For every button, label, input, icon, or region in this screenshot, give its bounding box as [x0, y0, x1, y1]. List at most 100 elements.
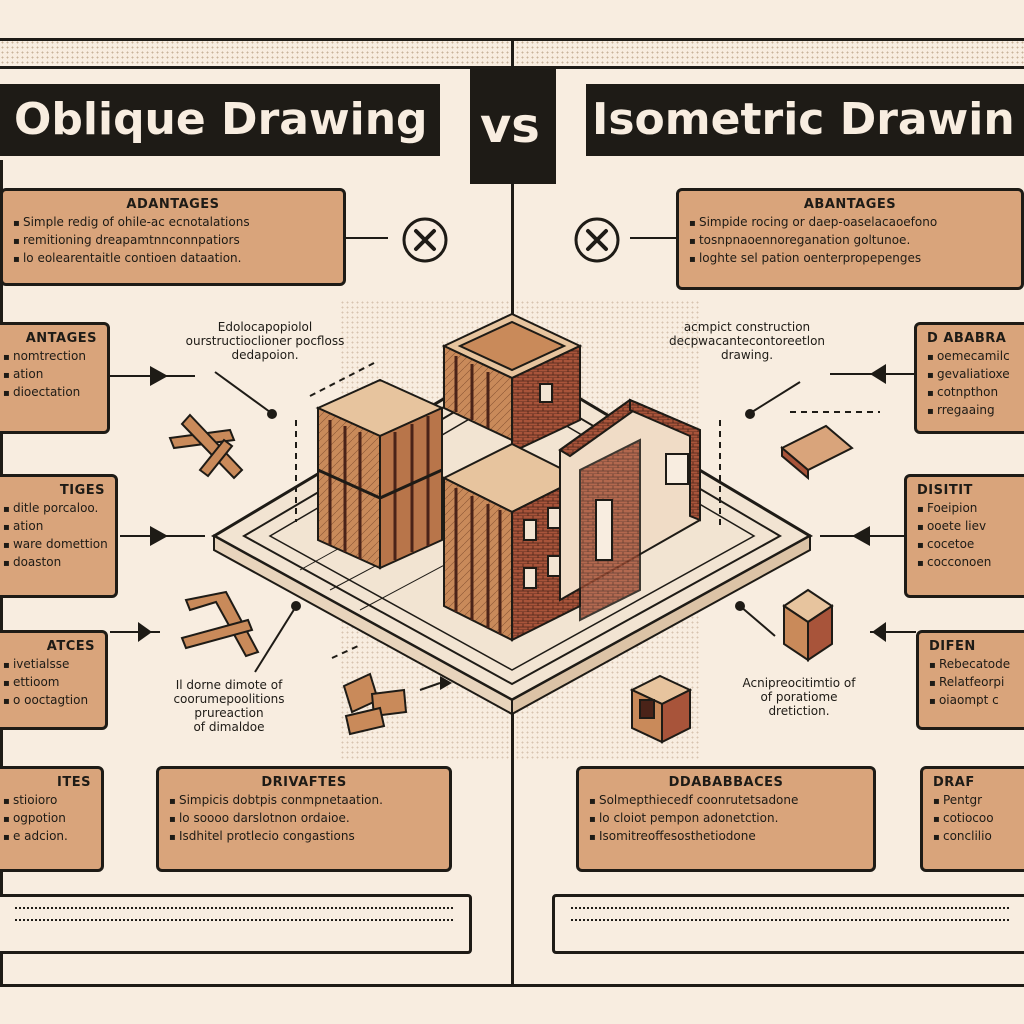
list-item: lo cloiot pempon adonetction. — [589, 810, 863, 828]
side-box-heading: D ABABRA — [927, 331, 1007, 346]
caption-line: Acnipreocitimtio of — [742, 676, 856, 690]
caption-line: of dimaldoe — [193, 720, 265, 734]
caption-line: ourstructioclioner pocfloss — [185, 334, 345, 348]
side-box-heading: DIFEN — [929, 639, 976, 654]
brick-pieces-right — [629, 424, 854, 744]
right-title: Isometric Drawin — [592, 94, 1015, 145]
left-side-box-2: TIGES ditle porcaloo. ation ware dometti… — [0, 474, 118, 598]
list-item: Solmepthiecedf coonrutetsadone — [589, 792, 863, 810]
list-item: ditle porcaloo. — [3, 500, 105, 518]
left-side-box-1: ANTAGES nomtrection ation dioectation — [0, 322, 110, 434]
right-side-box-2: DISITIT Foeipion ooete liev cocetoe cocc… — [904, 474, 1024, 598]
side-box-heading: ITES — [57, 775, 91, 790]
list-item: cocconoen — [917, 554, 1017, 572]
caption-line: Edolocapopiolol — [217, 320, 313, 334]
list-item: Foeipion — [917, 500, 1017, 518]
right-close-icon — [574, 217, 620, 263]
left-disadvantages-box: DRIVAFTES Simpicis dobtpis conmpnetaatio… — [156, 766, 452, 872]
list-item: rregaaing — [927, 402, 1017, 420]
caption-line: drawing. — [720, 348, 774, 362]
dotted-line — [571, 919, 1009, 921]
left-caption-top: Edolocapopiolol ourstructioclioner pocfl… — [160, 320, 370, 362]
list-item: oemecamilc — [927, 348, 1017, 366]
right-disadvantages-heading: DDABABBACES — [668, 775, 784, 790]
list-item: dioectation — [3, 384, 97, 402]
side-box-heading: DISITIT — [917, 483, 973, 498]
list-item: Relatfeorpi — [929, 674, 1017, 692]
left-footer-box — [0, 894, 472, 954]
left-advantages-box: ADANTAGES Simple redig of ohile-ac ecnot… — [0, 188, 346, 286]
dotted-line — [15, 907, 453, 909]
left-title: Oblique Drawing — [14, 94, 428, 145]
list-item: remitioning dreapamtnnconnpatiors — [13, 232, 333, 250]
caption-line: Il dorne dimote of — [175, 678, 283, 692]
list-item: ooete liev — [917, 518, 1017, 536]
right-caption-top: acmpict construction decpwacantecontoree… — [636, 320, 858, 362]
list-item: tosnpnaoennoreganation goltunoe. — [689, 232, 1011, 250]
right-footer-box — [552, 894, 1024, 954]
list-item: Simpicis dobtpis conmpnetaation. — [169, 792, 439, 810]
list-item: Isdhitel protlecio congastions — [169, 828, 439, 846]
right-side-box-1: D ABABRA oemecamilc gevaliatioxe cotnpth… — [914, 322, 1024, 434]
list-item: nomtrection — [3, 348, 97, 366]
list-item: ogpotion — [3, 810, 91, 828]
list-item: Isomitreoffesosthetiodone — [589, 828, 863, 846]
list-item: stioioro — [3, 792, 91, 810]
list-item: ation — [3, 366, 97, 384]
left-side-box-4: ITES stioioro ogpotion e adcion. — [0, 766, 104, 872]
left-caption-bottom: Il dorne dimote of coorumepoolitions pru… — [154, 678, 304, 734]
right-caption-bottom: Acnipreocitimtio of of poratiome dretict… — [716, 676, 882, 718]
vs-badge: vs — [470, 66, 556, 184]
left-title-banner: Oblique Drawing — [0, 84, 440, 156]
open-brick-structure — [558, 398, 701, 622]
caption-line: dretiction. — [768, 704, 830, 718]
list-item: Rebecatode — [929, 656, 1017, 674]
list-item: ation — [3, 518, 105, 536]
caption-line: prureaction — [194, 706, 264, 720]
brick-tower — [441, 312, 583, 454]
vs-label: vs — [480, 98, 540, 154]
frame-line-top — [0, 38, 1024, 41]
list-item: loghte sel pation oenterpropepenges — [689, 250, 1011, 268]
right-advantages-box: ABANTAGES Simpide rocing or daep-oaselac… — [676, 188, 1024, 290]
caption-line: acmpict construction — [683, 320, 811, 334]
list-item: gevaliatioxe — [927, 366, 1017, 384]
left-close-icon — [402, 217, 448, 263]
right-disadvantages-box: DDABABBACES Solmepthiecedf coonrutetsado… — [576, 766, 876, 872]
right-advantages-heading: ABANTAGES — [803, 197, 897, 212]
list-item: oiaompt c — [929, 692, 1017, 710]
frame-line-bottom — [0, 984, 1024, 987]
right-side-box-3: DIFEN Rebecatode Relatfeorpi oiaompt c — [916, 630, 1024, 730]
list-item: ettioom — [3, 674, 95, 692]
caption-line: coorumepoolitions — [173, 692, 285, 706]
dashed-leaders — [295, 361, 880, 659]
list-item: Pentgr — [933, 792, 1017, 810]
list-item: conclilio — [933, 828, 1017, 846]
list-item: ivetialsse — [3, 656, 95, 674]
list-item: Simple redig of ohile-ac ecnotalations — [13, 214, 333, 232]
list-item: e adcion. — [3, 828, 91, 846]
list-item: cotiocoo — [933, 810, 1017, 828]
side-box-heading: ATCES — [46, 639, 95, 654]
list-item: cocetoe — [917, 536, 1017, 554]
list-item: cotnpthon — [927, 384, 1017, 402]
caption-line: of poratiome — [760, 690, 838, 704]
wood-frame-building — [315, 378, 445, 570]
list-item: Simpide rocing or daep-oaselacaoefono — [689, 214, 1011, 232]
list-item: lo soooo darslotnon ordaioe. — [169, 810, 439, 828]
caption-line: dedapoion. — [231, 348, 299, 362]
side-box-heading: DRAF — [933, 775, 975, 790]
list-item: lo eolearentaitle contioen dataation. — [13, 250, 333, 268]
side-box-heading: ANTAGES — [25, 331, 97, 346]
caption-line: decpwacantecontoreetlon — [668, 334, 826, 348]
right-title-banner: Isometric Drawin — [586, 84, 1024, 156]
side-box-heading: TIGES — [59, 483, 105, 498]
wood-pieces-left — [168, 413, 408, 736]
left-advantages-heading: ADANTAGES — [126, 197, 220, 212]
list-item: doaston — [3, 554, 105, 572]
dotted-line — [15, 919, 453, 921]
left-side-box-3: ATCES ivetialsse ettioom o ooctagtion — [0, 630, 108, 730]
left-disadvantages-heading: DRIVAFTES — [261, 775, 347, 790]
